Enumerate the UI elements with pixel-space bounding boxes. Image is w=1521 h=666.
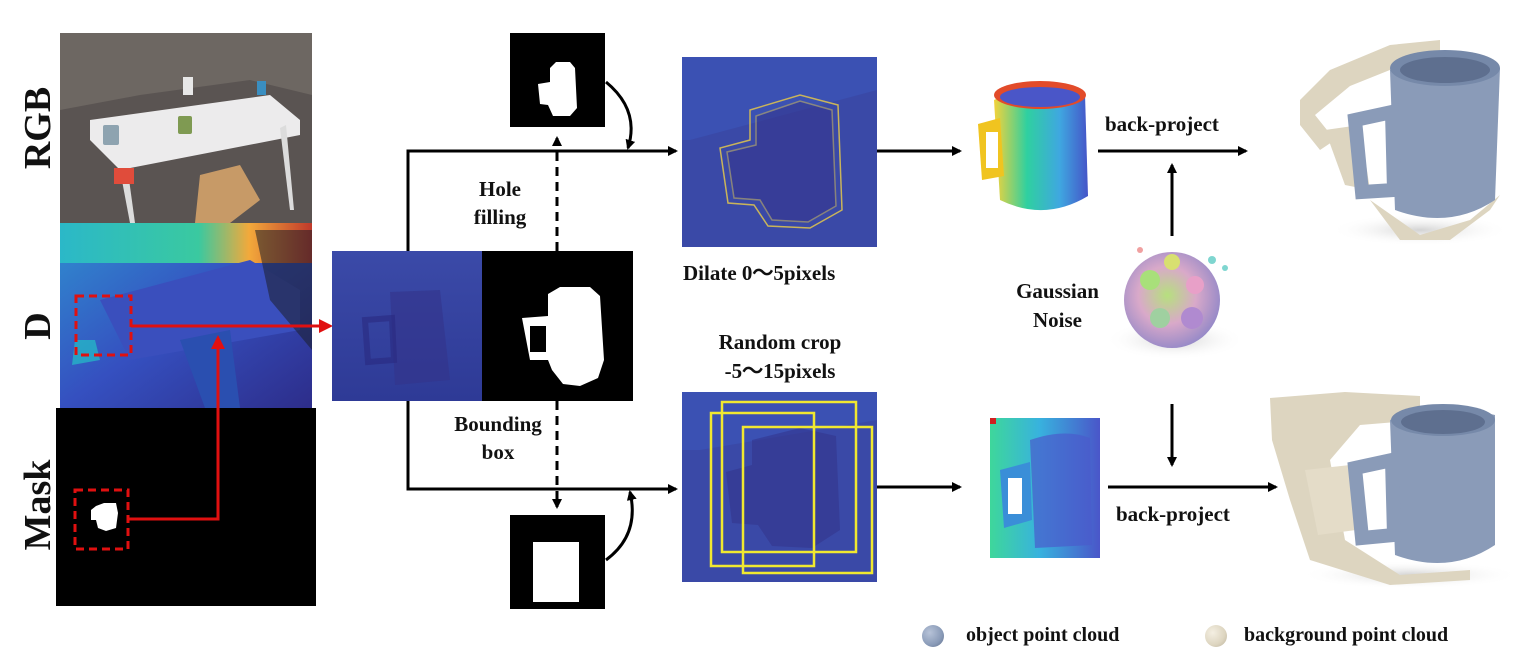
dilated-depth-image bbox=[682, 57, 877, 247]
bounding-box-line2: box bbox=[481, 440, 515, 464]
back-project-bottom-label: back-project bbox=[1116, 502, 1230, 526]
hole-filled-mask bbox=[510, 33, 605, 127]
gaussian-noise-line2: Noise bbox=[1033, 308, 1082, 332]
bounding-box-label: Bounding box bbox=[438, 410, 558, 466]
depth-patch bbox=[332, 251, 482, 401]
gaussian-noise-blob bbox=[1105, 247, 1245, 360]
mask-patch bbox=[482, 251, 633, 401]
mask-merge-bottom-arrow bbox=[605, 490, 637, 562]
bottom-point-cloud bbox=[1270, 392, 1520, 589]
patch-to-crop-arrow bbox=[406, 401, 678, 494]
legend-object-label: object point cloud bbox=[966, 624, 1120, 646]
hole-filling-line2: filling bbox=[473, 205, 527, 229]
random-crop-label: Random crop -5～15pixels bbox=[690, 328, 870, 386]
mask-mug-shape bbox=[91, 503, 118, 531]
hole-filling-label: Hole filling bbox=[460, 175, 540, 231]
rgb-image bbox=[60, 33, 312, 223]
top-depth-mug bbox=[978, 81, 1088, 211]
random-crop-line2: -5～15pixels bbox=[724, 359, 836, 383]
bottom-depth-mug bbox=[990, 418, 1100, 558]
bounding-box-line1: Bounding bbox=[454, 412, 542, 436]
bounding-box-mask bbox=[510, 515, 605, 609]
random-crop-line1: Random crop bbox=[718, 330, 842, 354]
gaussian-noise-line1: Gaussian bbox=[1016, 279, 1099, 303]
object-point-cloud-swatch bbox=[922, 625, 944, 647]
row-label-mask: Mask bbox=[17, 459, 59, 551]
background-point-cloud-swatch bbox=[1205, 625, 1227, 647]
patch-to-dilate-arrow bbox=[406, 146, 678, 251]
mask-merge-top-arrow bbox=[605, 80, 636, 150]
hole-filling-line1: Hole bbox=[479, 177, 521, 201]
legend-background-label: background point cloud bbox=[1244, 624, 1449, 646]
row-label-depth: D bbox=[17, 312, 59, 340]
random-crop-image bbox=[682, 392, 877, 582]
depth-image bbox=[60, 223, 312, 408]
gaussian-noise-label: Gaussian Noise bbox=[1000, 277, 1115, 335]
back-project-top-label: back-project bbox=[1105, 112, 1219, 136]
top-point-cloud bbox=[1300, 40, 1510, 246]
dilate-label: Dilate 0～5pixels bbox=[683, 261, 836, 285]
row-label-rgb: RGB bbox=[17, 86, 59, 170]
mask-to-depth-arrow bbox=[128, 335, 225, 521]
